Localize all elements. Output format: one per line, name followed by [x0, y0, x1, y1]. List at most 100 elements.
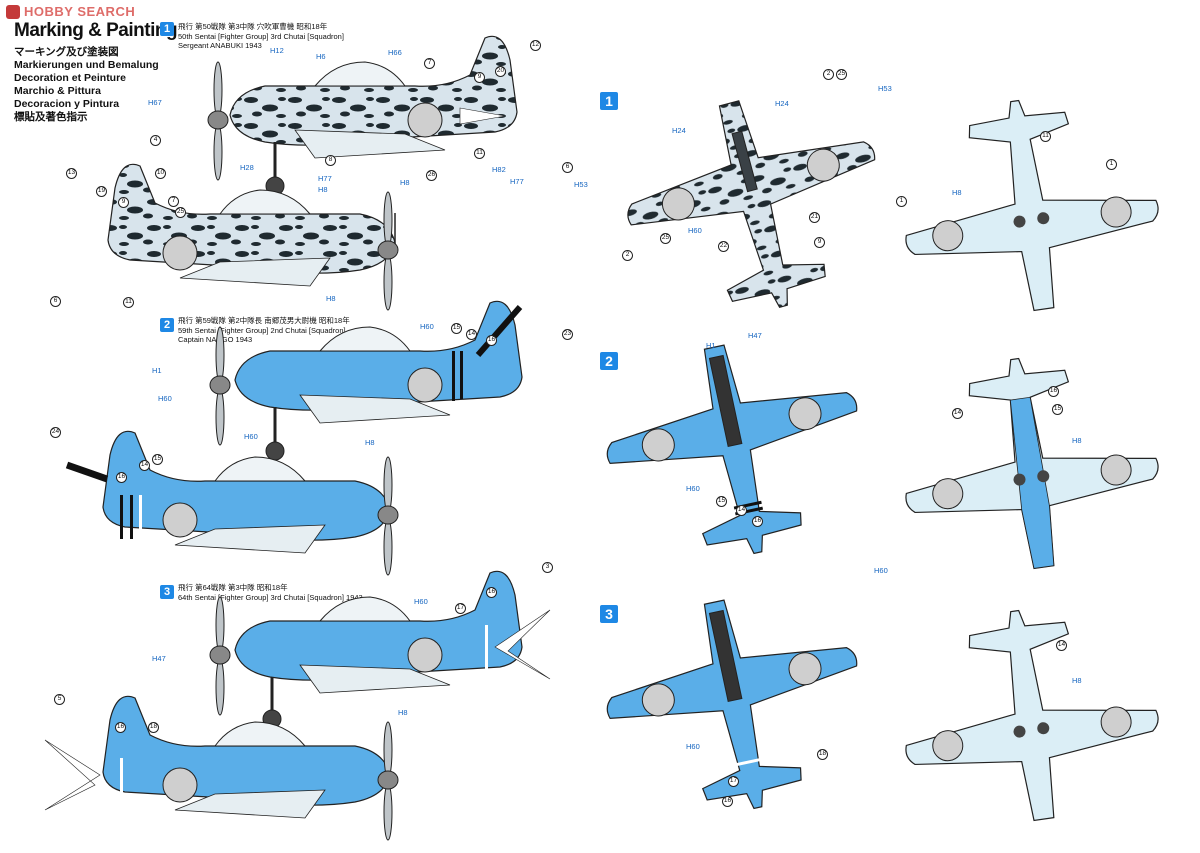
callout-number: 16: [1048, 386, 1059, 397]
scheme-2-upper-propeller: [209, 326, 231, 446]
scheme-2-caption: 飛行 第59戦隊 第2中隊長 南郷茂男大尉機 昭和18年 59th Sentai…: [178, 316, 350, 345]
callout-number: 15: [716, 496, 727, 507]
callout-number: 17: [455, 603, 466, 614]
callout-number: 14: [736, 505, 747, 516]
callout-number: 26: [426, 170, 437, 181]
scheme-1-line-unit: 50th Sentai [Fighter Group] 3rd Chutai […: [178, 31, 344, 41]
callout-number: 9: [118, 197, 129, 208]
callout-number: 19: [96, 186, 107, 197]
hobby-search-logo-icon: [6, 4, 20, 19]
callout-number: 8: [325, 155, 336, 166]
callout-number: 21: [809, 212, 820, 223]
scheme-3-caption: 飛行 第64戦隊 第3中隊 昭和18年 64th Sentai [Fighter…: [178, 583, 363, 602]
language-list: マーキング及び塗装図 Markierungen und Bemalung Dec…: [14, 46, 159, 124]
watermark: HOBBY SEARCH: [6, 4, 135, 19]
paint-label: H47: [748, 331, 762, 340]
scheme-2-line-ja: 飛行 第59戦隊 第2中隊長 南郷茂男大尉機 昭和18年: [178, 316, 350, 325]
paint-label: H28: [240, 163, 254, 172]
callout-number: 14: [1056, 640, 1067, 651]
paint-label: H8: [318, 185, 328, 194]
callout-number: 11: [474, 148, 485, 159]
callout-number: 16: [115, 722, 126, 733]
paint-label: H66: [388, 48, 402, 57]
callout-number: 17: [728, 776, 739, 787]
callout-number: 11: [123, 297, 134, 308]
scheme-2-badge: 2: [160, 318, 174, 332]
callout-number: 25: [175, 207, 186, 218]
callout-number: 1: [1106, 159, 1117, 170]
language-ja: マーキング及び塗装図: [14, 46, 119, 58]
callout-number: 18: [817, 749, 828, 760]
paint-label: H82: [492, 165, 506, 174]
paint-label: H1: [152, 366, 162, 375]
callout-number: 9: [814, 237, 825, 248]
callout-number: 25: [836, 69, 847, 80]
callout-number: 16: [486, 335, 497, 346]
paint-label: H12: [270, 46, 284, 55]
language-de: Markierungen und Bemalung: [14, 59, 159, 71]
scheme-3-line-ja: 飛行 第64戦隊 第3中隊 昭和18年: [178, 583, 288, 592]
scheme-1-underside-view: [888, 82, 1171, 328]
callout-number: 18: [148, 722, 159, 733]
watermark-text: HOBBY SEARCH: [24, 4, 136, 19]
paint-label: H60: [244, 432, 258, 441]
scheme-3-side-lower: [44, 696, 390, 818]
callout-number: 13: [66, 168, 77, 179]
callout-number: 16: [722, 796, 733, 807]
callout-number: 12: [530, 40, 541, 51]
callout-number: 15: [1052, 404, 1063, 415]
callout-number: 6: [562, 162, 573, 173]
scheme-2-underside-view: [888, 340, 1171, 586]
scheme-3-upper-propeller: [209, 596, 231, 716]
callout-number: 2: [622, 250, 633, 261]
paint-label: H60: [420, 322, 434, 331]
paint-label: H8: [365, 438, 375, 447]
paint-label: H8: [952, 188, 962, 197]
paint-label: H77: [318, 174, 332, 183]
callout-number: 25: [660, 233, 671, 244]
callout-number: 7: [168, 196, 179, 207]
callout-number: 14: [952, 408, 963, 419]
callout-number: 11: [1040, 131, 1051, 142]
callout-number: 2: [823, 69, 834, 80]
scheme-1-line-ja: 飛行 第50戦隊 第3中隊 穴吹軍曹機 昭和18年: [178, 22, 328, 31]
scheme-3-underside-view: [888, 592, 1171, 838]
scheme-3-lower-propeller: [377, 721, 399, 841]
scheme-3-badge: 3: [160, 585, 174, 599]
scheme-3-plan-badge: 3: [600, 605, 618, 623]
callout-number: 15: [451, 323, 462, 334]
callout-number: 23: [562, 329, 573, 340]
callout-number: 4: [150, 135, 161, 146]
callout-number: 15: [152, 454, 163, 465]
paint-label: H67: [148, 98, 162, 107]
callout-number: 6: [50, 296, 61, 307]
scheme-1-upper-propeller: [207, 61, 229, 181]
scheme-1-badge: 1: [160, 22, 174, 36]
paint-label: H8: [1072, 676, 1082, 685]
scheme-2-line-pilot: Captain NANGO 1943: [178, 335, 253, 344]
paint-label: H8: [326, 294, 336, 303]
page-title: Marking & Painting: [14, 20, 178, 41]
paint-label: H24: [775, 99, 789, 108]
callout-number: 10: [155, 168, 166, 179]
scheme-2-line-unit: 59th Sentai [Fighter Group] 2nd Chutai […: [178, 325, 346, 335]
scheme-1-top-view: [605, 69, 907, 340]
scheme-2-top-view: [589, 320, 883, 580]
callout-number: 16: [752, 516, 763, 527]
scheme-3-top-view: [589, 575, 883, 835]
callout-number: 16: [486, 587, 497, 598]
scheme-1-side-upper: [229, 35, 518, 196]
language-zh: 標貼及著色指示: [14, 111, 88, 123]
scheme-1-plan-badge: 1: [600, 92, 618, 110]
paint-label: H60: [414, 597, 428, 606]
scheme-1-side-lower: [108, 164, 396, 286]
callout-number: 14: [466, 329, 477, 340]
callout-number: 16: [116, 472, 127, 483]
paint-label: H8: [1072, 436, 1082, 445]
language-es: Decoracion y Pintura: [14, 98, 120, 110]
callout-number: 1: [896, 196, 907, 207]
paint-label: H53: [574, 180, 588, 189]
paint-label: H77: [510, 177, 524, 186]
scheme-1-lower-propeller: [377, 191, 399, 311]
